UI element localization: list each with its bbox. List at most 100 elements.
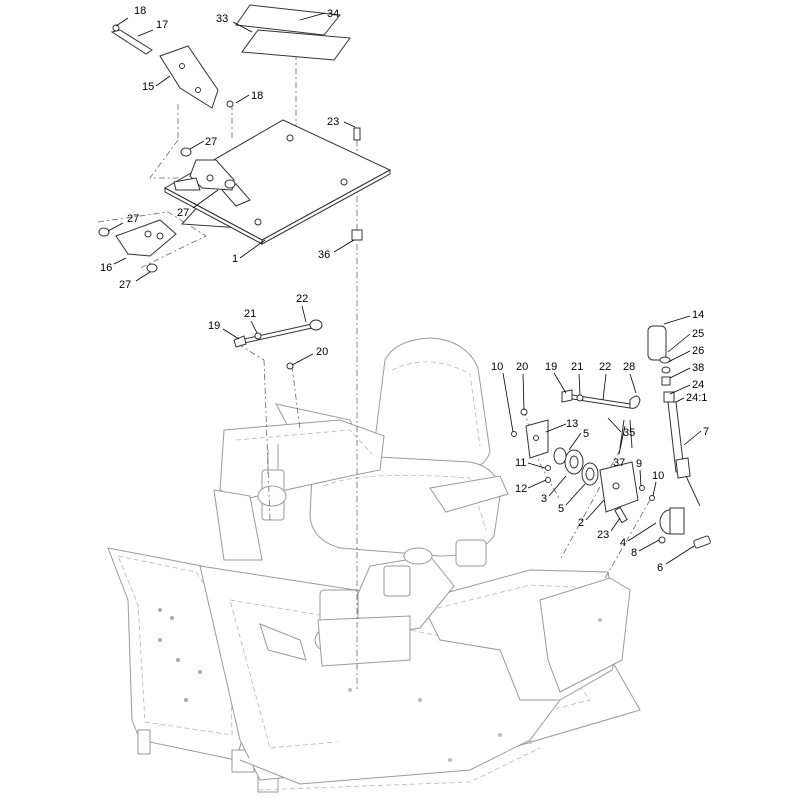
callout-c16: 16 <box>100 262 112 274</box>
callout-c37: 37 <box>613 457 625 469</box>
callout-c27c: 27 <box>127 213 139 225</box>
callout-c27d: 27 <box>119 279 131 291</box>
callout-c20b: 20 <box>516 361 528 373</box>
leader-line-c18b <box>235 94 250 104</box>
leader-line-c3 <box>548 475 567 497</box>
leader-line-c38 <box>669 367 691 379</box>
leader-line-c11 <box>527 462 546 469</box>
part-left-cable <box>233 319 323 370</box>
leader-line-c9 <box>639 469 642 487</box>
callout-c4: 4 <box>620 537 626 549</box>
leader-line-c26 <box>667 350 691 363</box>
control-console <box>257 444 455 667</box>
leader-line-c15 <box>155 75 171 87</box>
callout-c38: 38 <box>692 362 704 374</box>
callout-c15: 15 <box>142 81 154 93</box>
leader-line-c27d <box>135 271 151 282</box>
leader-line-c7 <box>683 430 702 446</box>
callout-c26: 26 <box>692 345 704 357</box>
leader-line-c1 <box>239 239 266 259</box>
leader-line-c37 <box>618 425 626 455</box>
callout-c2: 2 <box>578 517 584 529</box>
leader-line-c5a <box>568 432 582 451</box>
callout-c20a: 20 <box>316 346 328 358</box>
chassis-frame <box>107 547 641 793</box>
callout-c3: 3 <box>541 493 547 505</box>
leader-line-c13 <box>545 423 567 433</box>
callout-c25: 25 <box>692 328 704 340</box>
callout-c6: 6 <box>657 562 663 574</box>
callout-c11: 11 <box>515 457 526 469</box>
callout-c21b: 21 <box>571 361 583 373</box>
callout-c28: 28 <box>623 361 635 373</box>
callout-c17: 17 <box>156 19 168 31</box>
leader-line-c14 <box>663 315 691 325</box>
seat-assembly <box>213 337 509 567</box>
leader-line-c17 <box>137 29 154 37</box>
leader-line-c23b <box>610 517 621 532</box>
callout-c23a: 23 <box>327 116 339 128</box>
leader-line-c18a <box>115 17 129 27</box>
callout-c33: 33 <box>216 13 228 25</box>
leader-line-c5b <box>565 483 586 506</box>
leader-line-c4 <box>627 522 657 542</box>
leader-line-c27a <box>189 140 205 150</box>
leader-line-c19b <box>553 372 567 394</box>
leader-line-c22a <box>301 305 307 323</box>
leader-line-c241 <box>675 397 685 403</box>
leader-line-c20b <box>522 373 525 411</box>
callout-c27b: 27 <box>177 207 189 219</box>
leader-line-c27b <box>192 189 219 209</box>
leader-line-c23a <box>343 121 356 128</box>
leader-line-c12 <box>527 479 547 489</box>
leader-line-c2 <box>585 499 605 521</box>
leader-line-c10a <box>502 372 514 433</box>
callout-c19b: 19 <box>545 361 557 373</box>
callout-c36: 36 <box>318 249 330 261</box>
leader-line-c34 <box>299 12 326 21</box>
leader-line-c16 <box>113 257 127 265</box>
part-33-decal <box>241 29 351 61</box>
callout-c21a: 21 <box>244 308 256 320</box>
leader-line-c21a <box>250 320 258 334</box>
callout-c24: 24 <box>692 379 704 391</box>
callout-c18a: 18 <box>134 5 146 17</box>
leader-line-c6 <box>665 545 695 565</box>
callout-c19a: 19 <box>208 320 220 332</box>
callout-c5a: 5 <box>583 428 589 440</box>
part-top-panels <box>163 4 392 245</box>
leader-line-c19a <box>222 328 240 340</box>
leader-line-c33 <box>232 21 253 33</box>
leader-line-c22b <box>602 373 607 401</box>
leader-line-c24 <box>669 384 691 395</box>
callout-c10b: 10 <box>652 470 664 482</box>
callout-c241: 24:1 <box>686 392 707 404</box>
part-control-lever <box>511 325 711 549</box>
leader-line-c25 <box>667 333 691 353</box>
callout-c8: 8 <box>631 547 637 559</box>
callout-c5b: 5 <box>558 503 564 515</box>
part-brackets <box>98 24 363 273</box>
leader-line-c8 <box>638 539 660 552</box>
callout-c7: 7 <box>703 426 709 438</box>
callout-c22a: 22 <box>296 293 308 305</box>
callout-c12: 12 <box>515 483 527 495</box>
callout-c34: 34 <box>327 8 339 20</box>
callout-c10a: 10 <box>491 361 503 373</box>
callout-c9: 9 <box>636 458 642 470</box>
callout-c35: 35 <box>623 427 635 439</box>
callout-c27a: 27 <box>205 136 217 148</box>
leader-line-c21b <box>578 373 581 396</box>
part-34-decal <box>235 4 341 36</box>
leader-line-c20a <box>291 353 314 366</box>
callout-c13: 13 <box>566 418 578 430</box>
callout-c18b: 18 <box>251 90 263 102</box>
leader-line-c27c <box>107 222 124 232</box>
callout-c1: 1 <box>232 253 238 265</box>
leader-line-c10b <box>652 481 657 497</box>
callout-c14: 14 <box>692 309 704 321</box>
leader-line-c28 <box>629 373 637 394</box>
callout-c22b: 22 <box>599 361 611 373</box>
